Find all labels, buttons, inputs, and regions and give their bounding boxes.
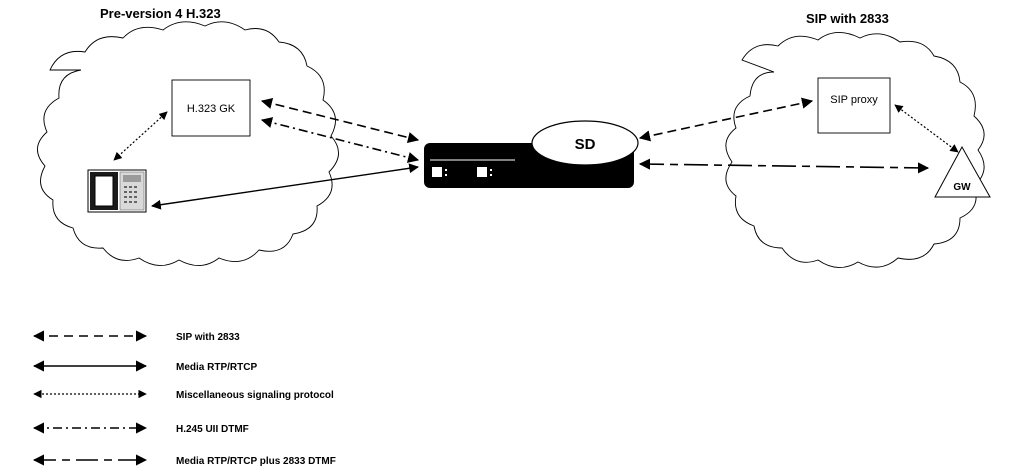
left-network-cloud <box>37 22 338 266</box>
sd-label: SD <box>575 136 596 153</box>
ip-phone-icon <box>88 170 146 212</box>
legend: SIP with 2833 Media RTP/RTCP Miscellaneo… <box>34 332 336 467</box>
left-network-title: Pre-version 4 H.323 <box>100 6 221 21</box>
sip-proxy-label: SIP proxy <box>830 94 878 106</box>
legend-item-label: H.245 UII DTMF <box>176 424 249 435</box>
gateway-label: GW <box>953 182 971 193</box>
legend-item-label: Media RTP/RTCP <box>176 362 257 373</box>
session-director-device: SD <box>424 121 638 188</box>
legend-item-label: Media RTP/RTCP plus 2833 DTMF <box>176 456 336 467</box>
gatekeeper-label: H.323 GK <box>187 103 236 115</box>
right-network-cloud <box>726 32 984 267</box>
legend-item-label: Miscellaneous signaling protocol <box>176 390 334 401</box>
legend-item-label: SIP with 2833 <box>176 332 240 343</box>
right-network-title: SIP with 2833 <box>806 11 889 26</box>
